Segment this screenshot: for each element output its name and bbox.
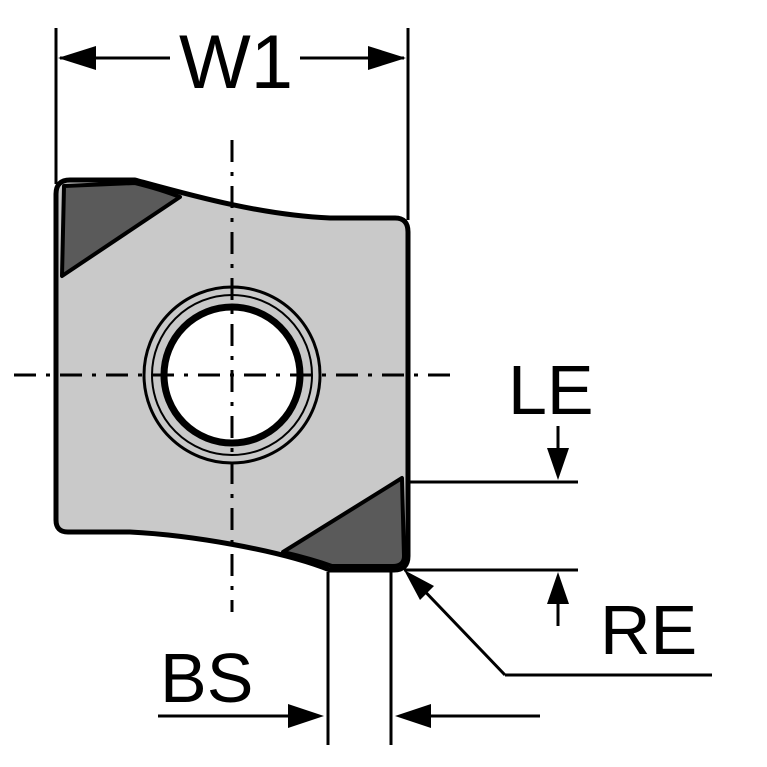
- re-label: RE: [600, 591, 697, 669]
- re-leader-arrow-icon: [404, 570, 434, 600]
- bs-arrow-left-icon: [395, 704, 431, 728]
- cutting-edge-bottom-right: [281, 476, 406, 568]
- bs-label: BS: [160, 639, 253, 717]
- le-label: LE: [508, 351, 594, 429]
- w1-arrow-right-icon: [368, 46, 406, 70]
- re-leader-diagonal: [412, 578, 507, 677]
- w1-label: W1: [179, 20, 293, 105]
- re-arrow-up-icon: [547, 572, 569, 604]
- le-arrow-down-icon: [547, 448, 569, 480]
- cutting-edge-top-left: [60, 181, 182, 278]
- w1-arrow-left-icon: [58, 46, 96, 70]
- bs-arrow-right-icon: [288, 704, 324, 728]
